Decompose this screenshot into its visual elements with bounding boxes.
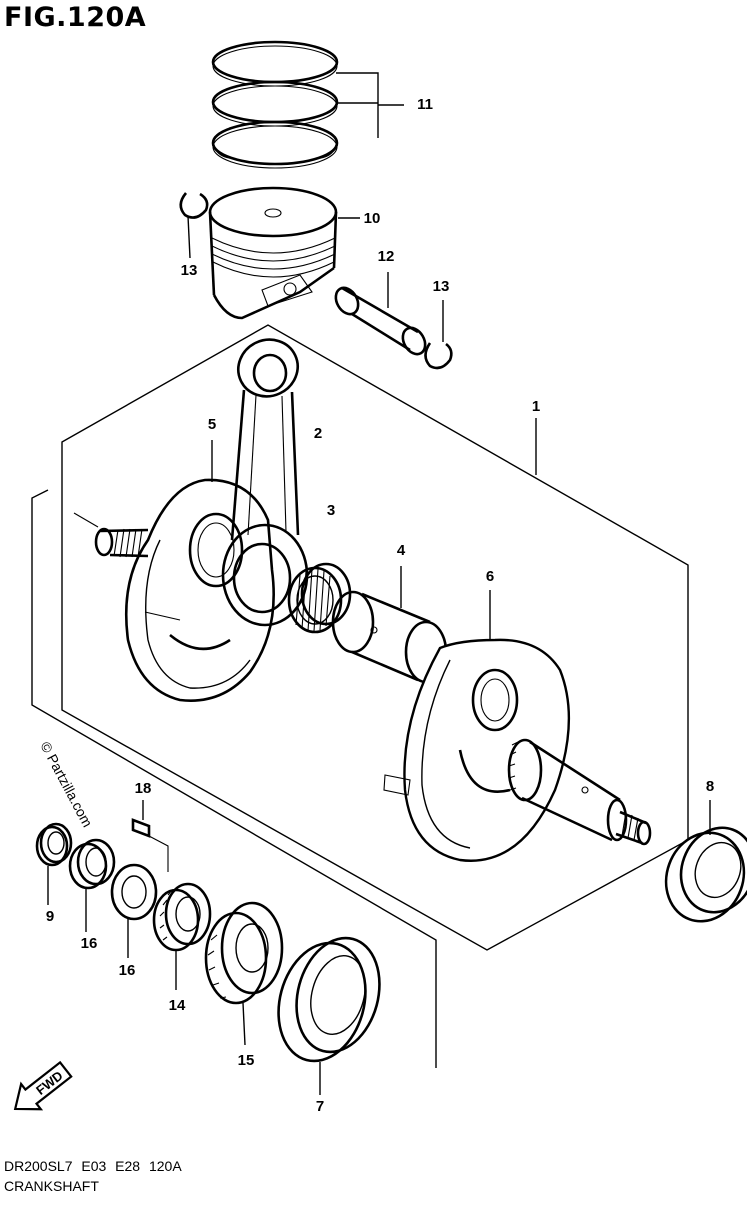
callout-13-left: 13 — [181, 262, 198, 279]
crankshaft-left-shaft — [73, 512, 149, 558]
watermark: © Partzilla.com — [37, 739, 95, 830]
crankshaft-assembly-outline — [61, 324, 689, 951]
crank-web-right — [383, 638, 571, 862]
callout-3: 3 — [327, 502, 335, 519]
leader-lines — [47, 72, 711, 1095]
model-code: DR200SL7 E03 E28 120A — [4, 1158, 182, 1174]
crankshaft-right-shaft — [507, 738, 652, 846]
callout-7: 7 — [316, 1098, 324, 1115]
callout-16: 16 — [81, 935, 98, 952]
callout-11: 11 — [417, 96, 433, 113]
primary-drive-gear — [152, 882, 212, 952]
figure-title: FIG.120A — [4, 2, 147, 33]
woodruff-key — [131, 818, 169, 872]
callout-10: 10 — [364, 210, 381, 227]
thrust-washer — [110, 863, 158, 921]
callout-15: 15 — [238, 1052, 255, 1069]
callout-5: 5 — [208, 416, 216, 433]
crankshaft-bearing-right — [664, 826, 747, 923]
callout-13-right: 13 — [433, 278, 450, 295]
crank-web-left — [124, 478, 275, 702]
callout-14: 14 — [169, 997, 186, 1014]
callout-18: 18 — [135, 780, 152, 797]
piston-pin — [334, 286, 427, 356]
piston-pin-circlip-left — [179, 192, 209, 219]
callout-9: 9 — [46, 908, 54, 925]
callout-8: 8 — [706, 778, 714, 795]
piston-ring-set — [211, 40, 339, 169]
callout-6: 6 — [486, 568, 494, 585]
piston — [208, 186, 338, 320]
spacer — [68, 838, 116, 890]
callout-17: 16 — [119, 962, 136, 979]
piston-pin-circlip-right — [424, 342, 453, 370]
callout-1: 1 — [532, 398, 540, 415]
crankshaft-bearing-left — [277, 936, 381, 1063]
callout-12: 12 — [378, 248, 395, 265]
section-name: CRANKSHAFT — [4, 1178, 99, 1194]
drive-gear — [204, 901, 284, 1005]
fwd-arrow: FWD — [13, 1060, 73, 1111]
callout-4: 4 — [397, 542, 406, 559]
oil-seal — [35, 822, 73, 867]
callout-2: 2 — [314, 425, 322, 442]
gear-group-outline — [31, 489, 437, 1068]
